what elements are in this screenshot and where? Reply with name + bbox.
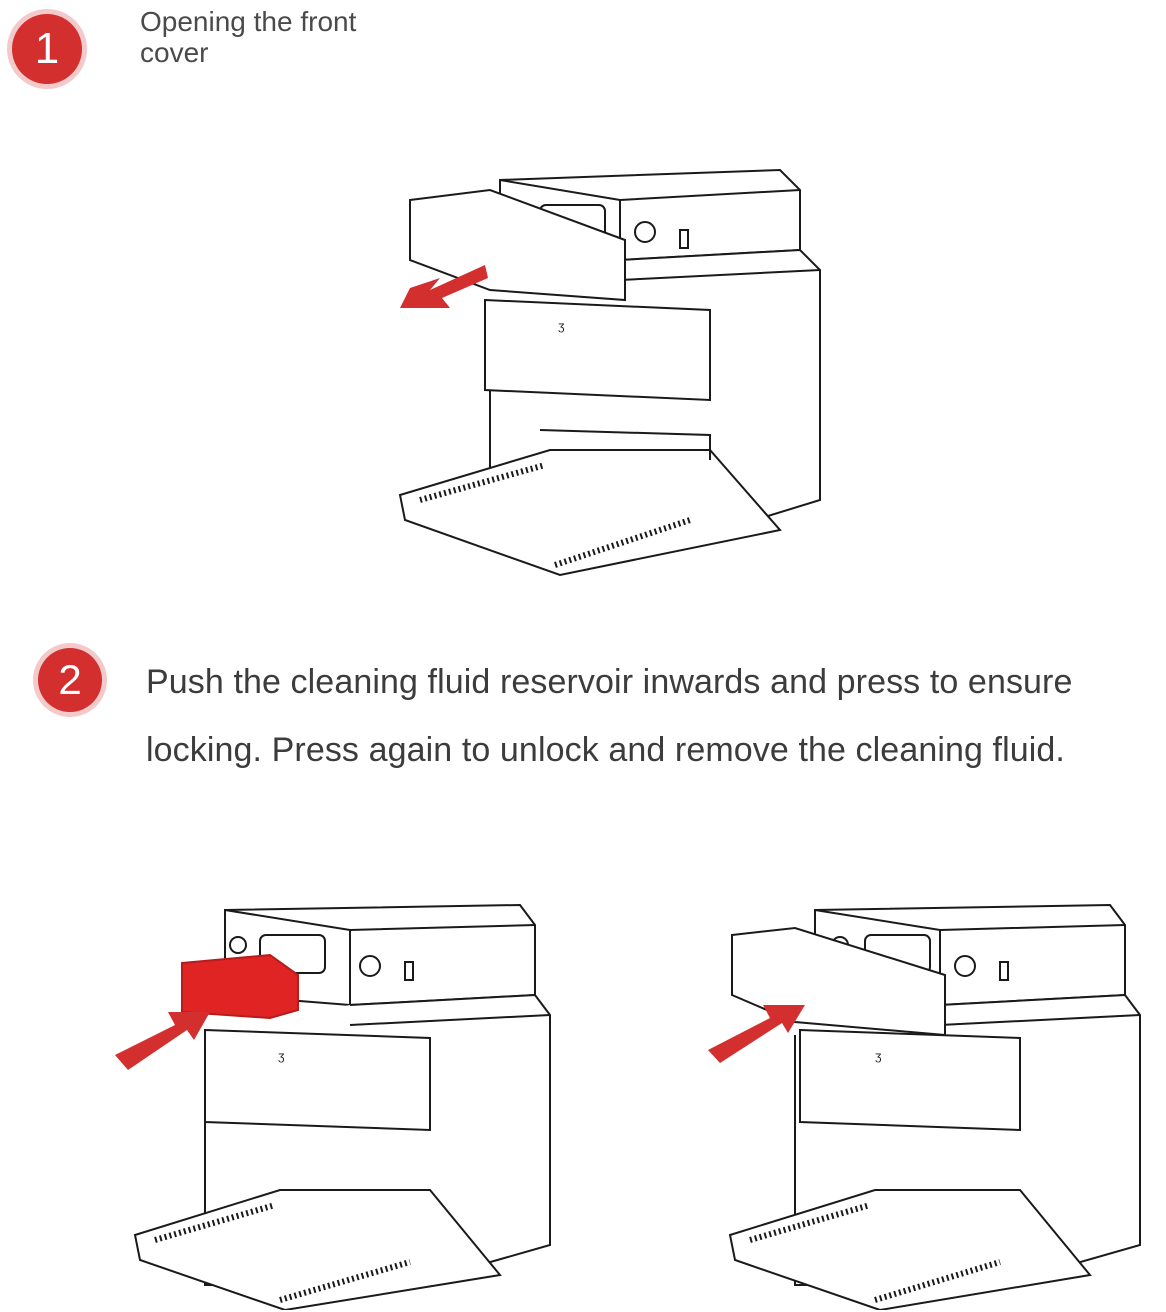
figure-pushing-cover: ʒ: [700, 900, 1150, 1310]
figure-opening-front-cover: ʒ: [390, 160, 830, 580]
cleaning-fluid-reservoir: [181, 953, 299, 1020]
station-illustration-2: ʒ: [115, 903, 551, 1310]
step-1-badge: 1: [12, 14, 82, 84]
step-2-badge: 2: [38, 648, 102, 712]
step-2-instruction: Push the cleaning fluid reservoir inward…: [146, 663, 1073, 769]
logo-mark-icon: ʒ: [875, 1049, 882, 1063]
figure-pushing-reservoir: ʒ: [110, 900, 560, 1310]
logo-mark-icon: ʒ: [558, 319, 565, 333]
push-in-arrow-icon: [708, 1005, 805, 1063]
logo-mark-icon: ʒ: [278, 1049, 285, 1063]
push-in-arrow-icon: [115, 1012, 210, 1070]
station-illustration-1: ʒ: [398, 168, 821, 577]
pull-out-arrow-icon: [400, 265, 488, 308]
station-illustration-3: ʒ: [708, 903, 1141, 1310]
step-1-instruction: Opening the front cover: [140, 6, 357, 68]
